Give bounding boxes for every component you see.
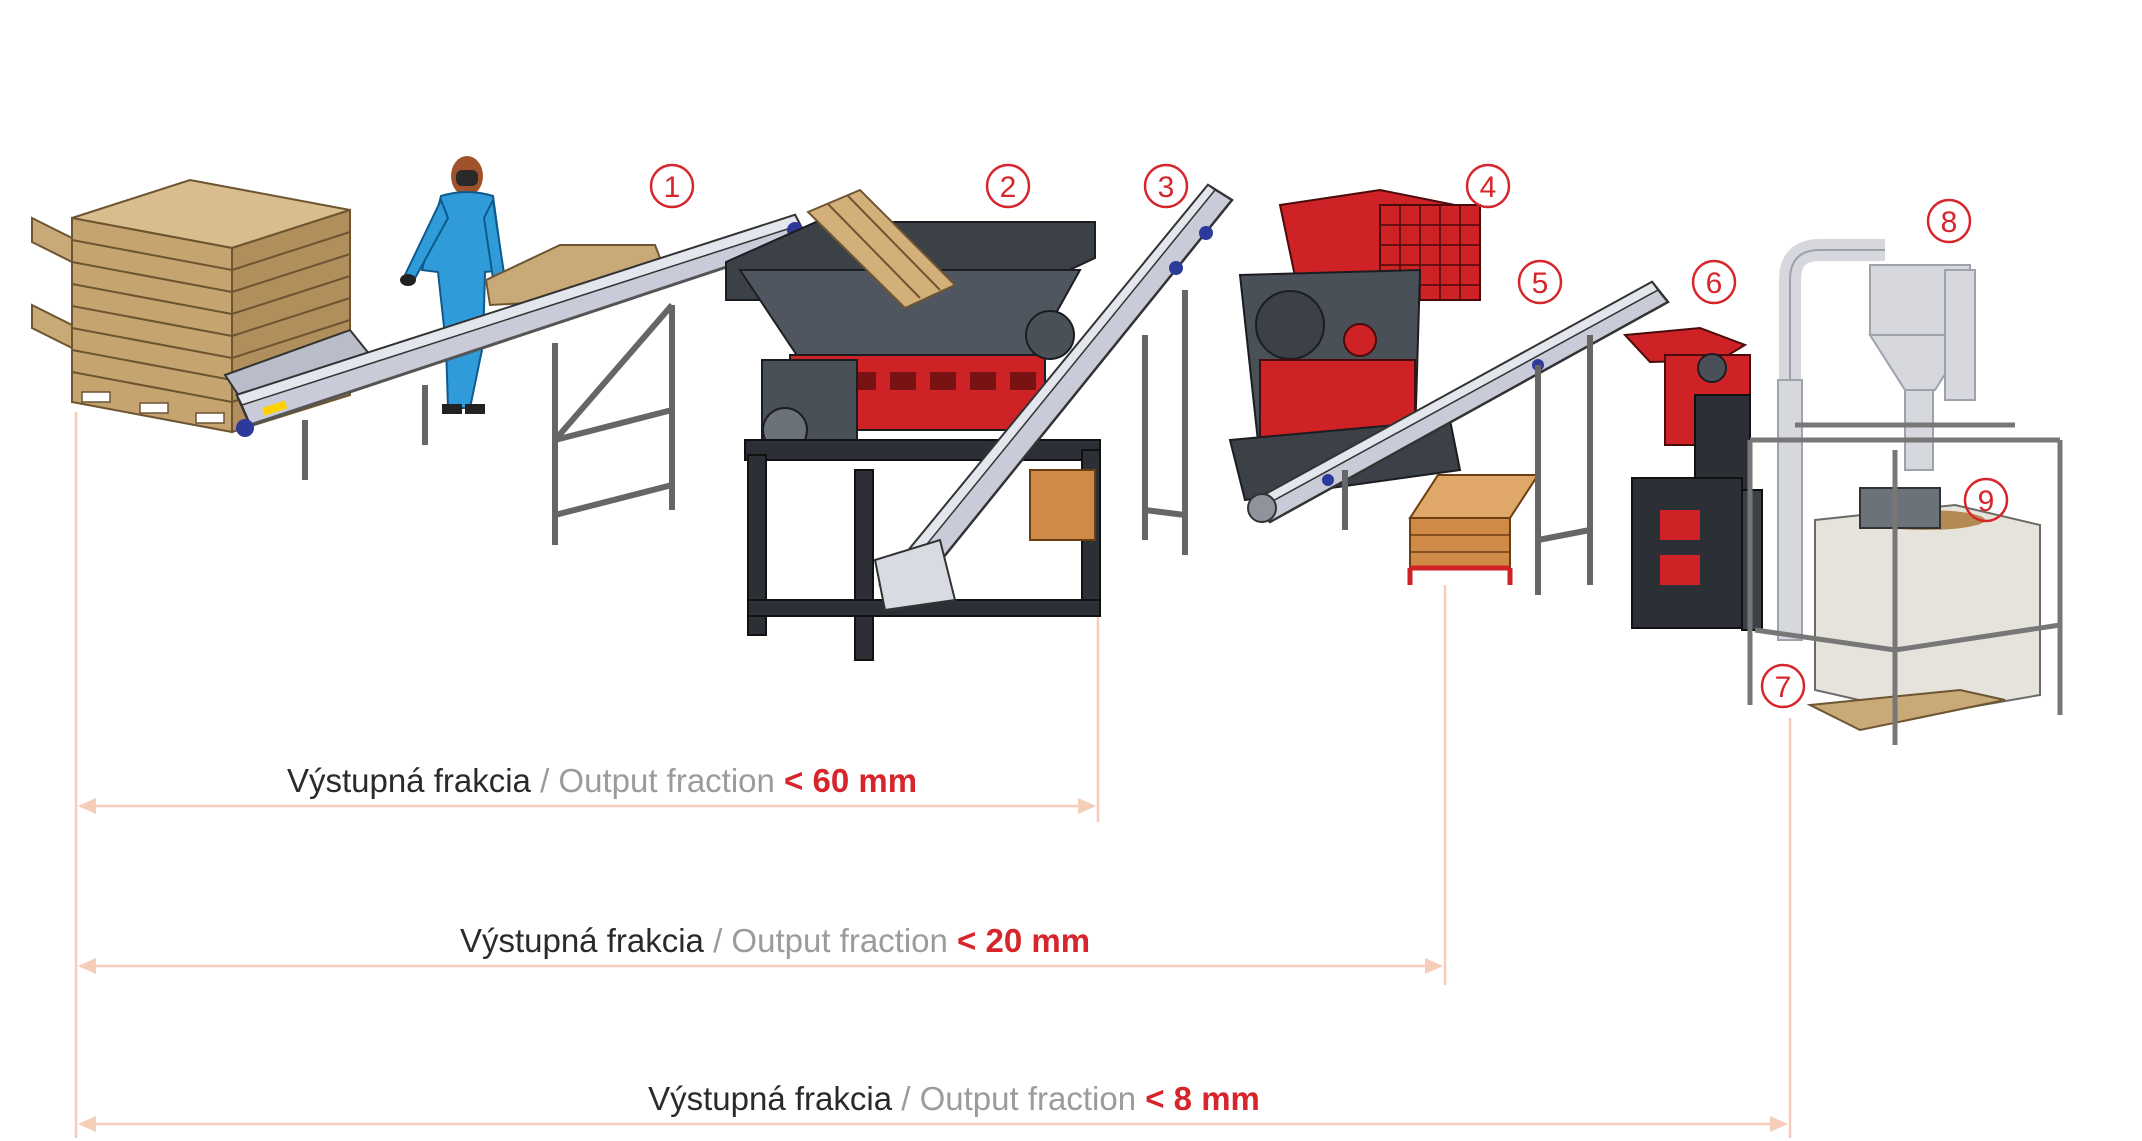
fraction-label-sk: Výstupná frakcia xyxy=(648,1080,893,1117)
output-fraction-label-20: Výstupná frakcia / Output fraction < 20 … xyxy=(460,922,1090,960)
step-number-9: 9 xyxy=(1978,485,1995,518)
step-marker-9: 9 xyxy=(1963,477,2009,523)
fraction-separator: / xyxy=(892,1080,920,1117)
fraction-separator: / xyxy=(703,922,732,959)
worker-figure xyxy=(400,156,662,414)
step-number-4: 4 xyxy=(1480,171,1497,204)
step-marker-3: 3 xyxy=(1143,163,1189,209)
step-marker-7: 7 xyxy=(1760,663,1806,709)
output-fraction-label-60: Výstupná frakcia / Output fraction < 60 … xyxy=(287,762,917,800)
discharge-conveyor-illustration xyxy=(873,183,1234,612)
fraction-label-en: Output fraction xyxy=(919,1080,1137,1117)
twin-shaft-shredder-illustration xyxy=(725,188,1101,661)
step-number-5: 5 xyxy=(1532,267,1549,300)
dimension-arrowheads xyxy=(78,798,1788,1132)
fraction-value: < 60 mm xyxy=(784,762,918,799)
step-number-2: 2 xyxy=(1000,171,1017,204)
step-number-8: 8 xyxy=(1941,206,1958,239)
fraction-label-sk: Výstupná frakcia xyxy=(286,762,531,799)
step-marker-8: 8 xyxy=(1926,198,1972,244)
output-fraction-label-8: Výstupná frakcia / Output fraction < 8 m… xyxy=(648,1080,1260,1118)
step-marker-6: 6 xyxy=(1691,259,1737,305)
step-number-7: 7 xyxy=(1775,671,1792,704)
transfer-conveyor-illustration xyxy=(1247,280,1670,595)
step-markers: 1 2 3 4 5 6 7 8 9 xyxy=(649,163,2009,709)
infeed-conveyor-illustration xyxy=(223,213,810,545)
fine-granulator-illustration xyxy=(1622,326,1763,631)
step-marker-4: 4 xyxy=(1465,163,1511,209)
fraction-label-en: Output fraction xyxy=(731,922,948,959)
dimension-lines xyxy=(74,412,1792,1138)
cyclone-bagging-station-illustration xyxy=(1747,239,2063,745)
step-marker-5: 5 xyxy=(1517,259,1563,305)
step-marker-1: 1 xyxy=(649,163,695,209)
fraction-value: < 8 mm xyxy=(1145,1080,1260,1117)
fraction-separator: / xyxy=(530,762,559,799)
step-number-3: 3 xyxy=(1158,171,1175,204)
fraction-label-en: Output fraction xyxy=(558,762,775,799)
step-number-1: 1 xyxy=(664,171,681,204)
fraction-label-sk: Výstupná frakcia xyxy=(459,922,704,959)
fraction-value: < 20 mm xyxy=(957,922,1091,959)
step-number-6: 6 xyxy=(1706,267,1723,300)
step-marker-2: 2 xyxy=(985,163,1031,209)
